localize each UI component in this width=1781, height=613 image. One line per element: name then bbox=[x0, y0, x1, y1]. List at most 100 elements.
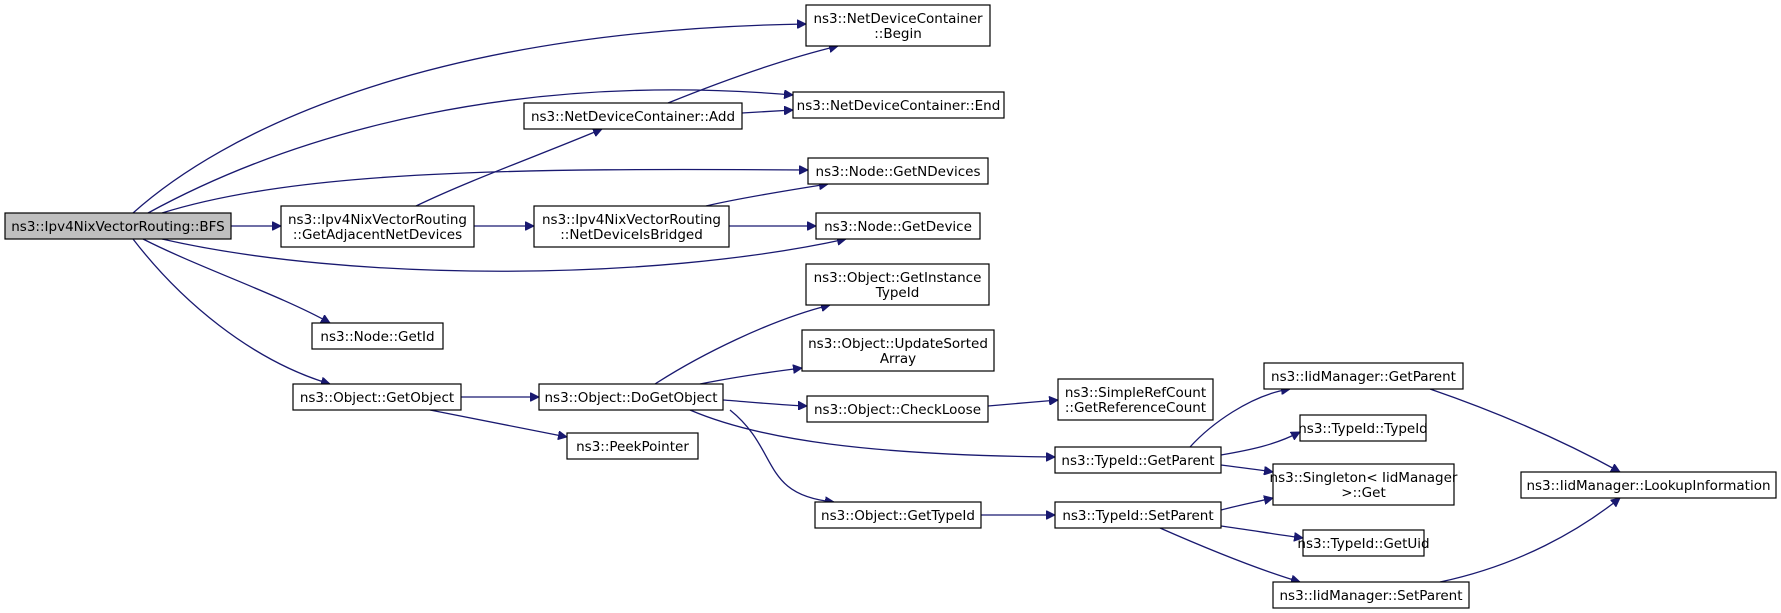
call-edge-iid-setparent-to-iid-lookup bbox=[1439, 498, 1620, 583]
node-box[interactable] bbox=[1057, 378, 1214, 421]
node-label: ns3::Singleton< IidManager bbox=[1270, 470, 1458, 486]
call-edge-typeid-getparent-to-typeid-typeid bbox=[1220, 431, 1300, 456]
node-box[interactable] bbox=[801, 329, 995, 372]
node-typeid-typeid[interactable]: ns3::TypeId::TypeId bbox=[1298, 414, 1428, 442]
node-label: ns3::NetDeviceContainer bbox=[813, 11, 983, 27]
call-edge-object-dogetobject-to-object-getinstancetypeid bbox=[654, 305, 830, 385]
call-edge-ndc-add-to-ndc-end bbox=[741, 110, 793, 113]
node-singleton-get[interactable]: ns3::Singleton< IidManager>::Get bbox=[1270, 463, 1458, 506]
node-label: ns3::IidManager::SetParent bbox=[1280, 588, 1463, 604]
node-box[interactable] bbox=[523, 102, 743, 130]
call-edge-object-getobject-to-peekpointer bbox=[429, 409, 567, 437]
node-label: ::GetReferenceCount bbox=[1065, 400, 1206, 416]
node-ndc-add[interactable]: ns3::NetDeviceContainer::Add bbox=[523, 102, 743, 130]
call-edge-bfs-to-ndc-begin bbox=[132, 24, 806, 214]
call-edge-typeid-getparent-to-iid-getparent bbox=[1189, 389, 1290, 448]
node-box[interactable] bbox=[566, 432, 699, 460]
call-edge-typeid-getparent-to-singleton-get bbox=[1220, 464, 1273, 472]
node-box[interactable] bbox=[805, 263, 990, 306]
call-edge-netdevice-bridged-to-node-getndevices bbox=[705, 184, 828, 207]
call-edge-object-dogetobject-to-object-gettypeid bbox=[729, 409, 834, 502]
node-box[interactable] bbox=[1054, 501, 1222, 529]
node-peekpointer[interactable]: ns3::PeekPointer bbox=[566, 432, 699, 460]
call-edge-object-dogetobject-to-object-updatesorted bbox=[699, 368, 802, 385]
call-edge-typeid-setparent-to-iid-setparent bbox=[1159, 527, 1300, 582]
node-box[interactable] bbox=[280, 205, 475, 248]
node-box[interactable] bbox=[1054, 446, 1222, 474]
node-label: ns3::Ipv4NixVectorRouting bbox=[288, 212, 467, 228]
node-box[interactable] bbox=[1520, 471, 1777, 499]
node-iid-lookup[interactable]: ns3::IidManager::LookupInformation bbox=[1520, 471, 1777, 499]
node-label: TypeId bbox=[875, 285, 920, 301]
node-box[interactable] bbox=[792, 91, 1005, 119]
call-edge-typeid-setparent-to-singleton-get bbox=[1220, 498, 1273, 511]
node-label: ns3::SimpleRefCount bbox=[1065, 385, 1206, 401]
node-label: ns3::NetDeviceContainer::Add bbox=[531, 109, 735, 125]
node-label: ns3::Ipv4NixVectorRouting::BFS bbox=[11, 219, 224, 235]
node-object-checkloose[interactable]: ns3::Object::CheckLoose bbox=[806, 395, 989, 423]
call-edge-bfs-to-node-getndevices bbox=[161, 169, 808, 214]
call-edge-ndc-add-to-ndc-begin bbox=[667, 46, 838, 104]
node-label: ns3::Object::GetTypeId bbox=[821, 508, 975, 524]
node-node-getdevice[interactable]: ns3::Node::GetDevice bbox=[815, 212, 981, 240]
node-iid-getparent[interactable]: ns3::IidManager::GetParent bbox=[1263, 362, 1464, 390]
node-label: ns3::Ipv4NixVectorRouting bbox=[542, 212, 721, 228]
node-box[interactable] bbox=[814, 501, 982, 529]
node-ndc-end[interactable]: ns3::NetDeviceContainer::End bbox=[792, 91, 1005, 119]
call-edge-bfs-to-ndc-end bbox=[147, 89, 793, 214]
node-box[interactable] bbox=[815, 212, 981, 240]
node-typeid-getuid[interactable]: ns3::TypeId::GetUid bbox=[1297, 529, 1430, 557]
call-edge-typeid-setparent-to-typeid-getuid bbox=[1220, 525, 1303, 538]
node-node-getndevices[interactable]: ns3::Node::GetNDevices bbox=[807, 157, 989, 185]
node-get-adjacent[interactable]: ns3::Ipv4NixVectorRouting::GetAdjacentNe… bbox=[280, 205, 475, 248]
node-box[interactable] bbox=[1299, 414, 1427, 442]
call-edges bbox=[132, 24, 1620, 583]
call-edge-get-adjacent-to-ndc-add bbox=[415, 129, 602, 207]
node-label: ns3::Node::GetDevice bbox=[824, 219, 972, 235]
node-label: ns3::NetDeviceContainer::End bbox=[797, 98, 1001, 114]
node-object-getobject[interactable]: ns3::Object::GetObject bbox=[292, 383, 462, 411]
node-box[interactable] bbox=[806, 395, 989, 423]
node-label: ns3::Object::GetObject bbox=[300, 390, 454, 406]
node-box[interactable] bbox=[292, 383, 462, 411]
node-label: ns3::Node::GetId bbox=[320, 329, 434, 345]
node-label: ::NetDeviceIsBridged bbox=[560, 227, 703, 243]
call-edge-object-dogetobject-to-object-checkloose bbox=[722, 399, 807, 406]
node-label: ns3::Object::CheckLoose bbox=[814, 402, 981, 418]
node-iid-setparent[interactable]: ns3::IidManager::SetParent bbox=[1272, 581, 1470, 609]
node-netdevice-bridged[interactable]: ns3::Ipv4NixVectorRouting::NetDeviceIsBr… bbox=[533, 205, 730, 248]
node-box[interactable] bbox=[1302, 529, 1425, 557]
node-box[interactable] bbox=[533, 205, 730, 248]
node-typeid-getparent[interactable]: ns3::TypeId::GetParent bbox=[1054, 446, 1222, 474]
node-box[interactable] bbox=[311, 322, 444, 350]
call-edge-bfs-to-node-getid bbox=[142, 238, 330, 324]
node-box bbox=[4, 212, 232, 240]
node-box[interactable] bbox=[1272, 463, 1455, 506]
call-edge-iid-getparent-to-iid-lookup bbox=[1429, 388, 1620, 473]
node-bfs: ns3::Ipv4NixVectorRouting::BFS bbox=[4, 212, 232, 240]
node-box[interactable] bbox=[1272, 581, 1470, 609]
call-edge-object-dogetobject-to-typeid-getparent bbox=[689, 409, 1055, 457]
node-label: ns3::TypeId::SetParent bbox=[1062, 508, 1213, 524]
node-object-dogetobject[interactable]: ns3::Object::DoGetObject bbox=[538, 383, 724, 411]
node-object-gettypeid[interactable]: ns3::Object::GetTypeId bbox=[814, 501, 982, 529]
node-label: ns3::TypeId::GetParent bbox=[1061, 453, 1214, 469]
node-box[interactable] bbox=[1263, 362, 1464, 390]
node-label: ns3::TypeId::TypeId bbox=[1298, 421, 1428, 437]
node-label: >::Get bbox=[1341, 485, 1385, 501]
call-edge-bfs-to-object-getobject bbox=[132, 238, 330, 384]
node-box[interactable] bbox=[807, 157, 989, 185]
node-node-getid[interactable]: ns3::Node::GetId bbox=[311, 322, 444, 350]
call-edge-object-checkloose-to-simplerefcount bbox=[987, 400, 1058, 407]
node-label: ns3::PeekPointer bbox=[576, 439, 689, 455]
node-simplerefcount[interactable]: ns3::SimpleRefCount::GetReferenceCount bbox=[1057, 378, 1214, 421]
node-label: ns3::Node::GetNDevices bbox=[816, 164, 981, 180]
node-box[interactable] bbox=[538, 383, 724, 411]
node-typeid-setparent[interactable]: ns3::TypeId::SetParent bbox=[1054, 501, 1222, 529]
node-box[interactable] bbox=[805, 4, 991, 47]
node-ndc-begin[interactable]: ns3::NetDeviceContainer::Begin bbox=[805, 4, 991, 47]
call-nodes: ns3::Ipv4NixVectorRouting::BFS ns3::NetDe… bbox=[4, 4, 1777, 609]
